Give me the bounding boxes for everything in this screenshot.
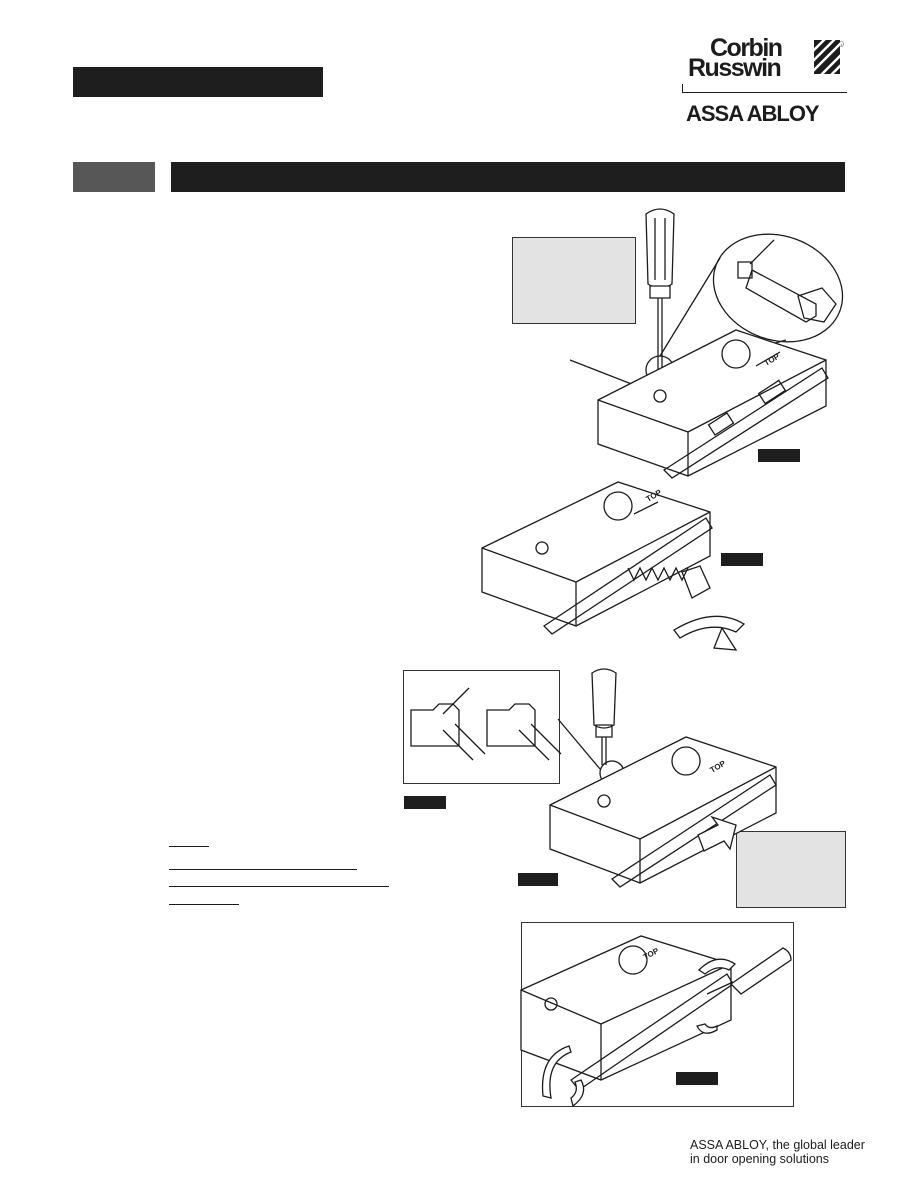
text-rule-2 (169, 869, 357, 870)
figure-label-1 (758, 449, 800, 462)
text-rule-3 (169, 886, 389, 887)
figure-label-4 (518, 873, 558, 886)
figure-label-5 (676, 1072, 718, 1085)
corbin-russwin-logo: Corbin Russwin ® ASSA ABLOY (682, 34, 847, 126)
logo-stripes-icon (811, 37, 843, 77)
assa-abloy-wordmark: ASSA ABLOY (686, 101, 820, 126)
inset-box (403, 670, 560, 784)
text-rule-1 (169, 846, 209, 847)
note-box-bottom (736, 831, 846, 908)
lock-illustration-2: TOP (481, 481, 746, 651)
latch-detail-illustration (410, 687, 562, 761)
logo-word-russwin: Russwin (688, 54, 782, 82)
footer-tagline: ASSA ABLOY, the global leader in door op… (690, 1138, 865, 1166)
text-rule-4 (169, 904, 239, 905)
figure-label-3 (404, 796, 446, 809)
lock-illustration-3: TOP (549, 668, 777, 888)
section-number-tab (73, 162, 155, 192)
lock-illustration-1: TOP (569, 208, 844, 479)
section-heading-bar (171, 162, 845, 192)
note-box-top (512, 237, 636, 324)
tagline-line-1: ASSA ABLOY, the global leader (690, 1138, 865, 1152)
tagline-line-2: in door opening solutions (690, 1152, 829, 1166)
lock-illustration-4: TOP (520, 935, 792, 1108)
logo-word-corbin: Corbin (710, 34, 783, 62)
document-title-bar (73, 67, 323, 97)
figure-label-2 (721, 553, 763, 566)
logo-rule (682, 92, 847, 93)
